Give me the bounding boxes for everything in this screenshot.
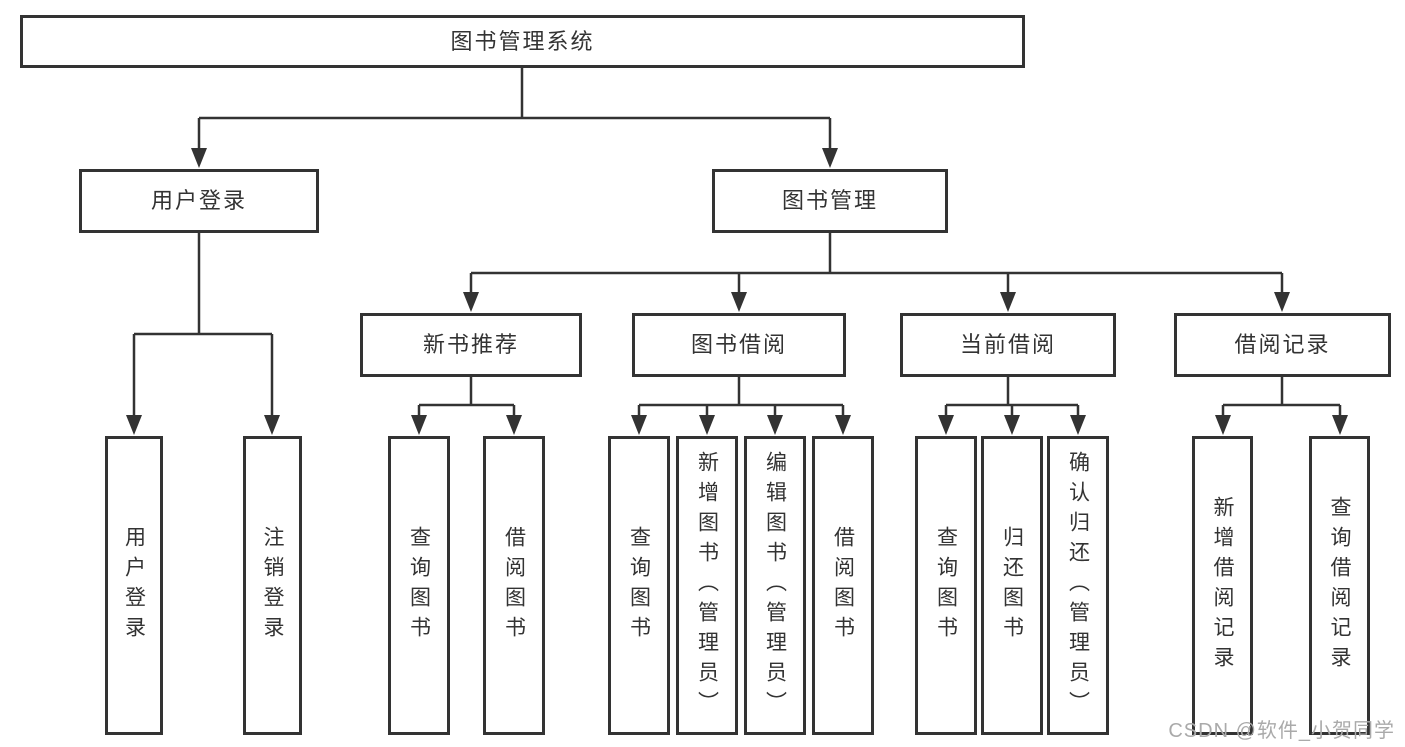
node-borrow-borrow-books: 借阅图书 <box>812 436 874 735</box>
node-recommend-query-books: 查询图书 <box>388 436 450 735</box>
node-book-borrow: 图书借阅 <box>632 313 846 377</box>
node-records-query-borrow-record: 查询借阅记录 <box>1309 436 1370 735</box>
node-current-borrow: 当前借阅 <box>900 313 1116 377</box>
watermark-text: CSDN @软件_小贺同学 <box>1168 720 1395 742</box>
node-user-login: 用户登录 <box>79 169 319 233</box>
node-leaf-logout: 注销登录 <box>243 436 302 735</box>
node-root: 图书管理系统 <box>20 15 1025 68</box>
node-borrow-query-books: 查询图书 <box>608 436 670 735</box>
node-current-return-books: 归还图书 <box>981 436 1043 735</box>
node-records-add-borrow-record: 新增借阅记录 <box>1192 436 1253 735</box>
connector-edges <box>132 68 1342 420</box>
node-borrow-edit-books-admin: 编辑图书（管理员） <box>744 436 806 735</box>
node-book-management: 图书管理 <box>712 169 948 233</box>
node-current-confirm-return-admin: 确认归还（管理员） <box>1047 436 1109 735</box>
node-recommend-borrow-books: 借阅图书 <box>483 436 545 735</box>
node-new-book-recommend: 新书推荐 <box>360 313 582 377</box>
node-borrow-records: 借阅记录 <box>1174 313 1391 377</box>
node-current-query-books: 查询图书 <box>915 436 977 735</box>
node-leaf-user-login: 用户登录 <box>105 436 163 735</box>
node-borrow-add-books-admin: 新增图书（管理员） <box>676 436 738 735</box>
